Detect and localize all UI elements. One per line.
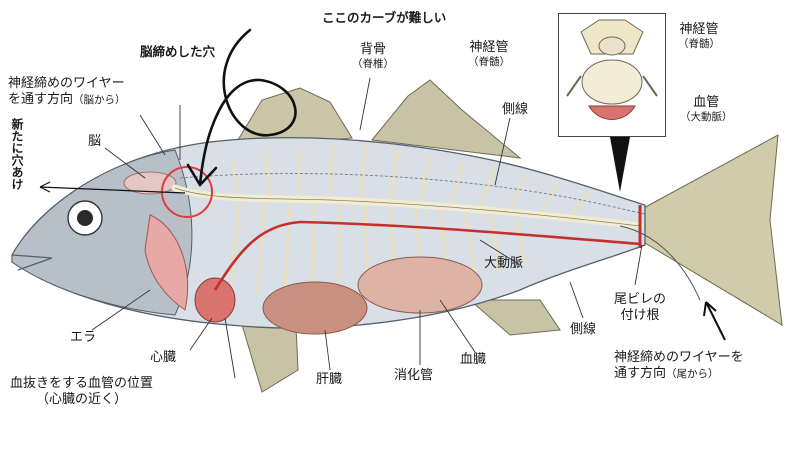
curve-arrow bbox=[198, 28, 297, 187]
inset-pointer bbox=[610, 137, 630, 192]
new-hole-arrow bbox=[39, 186, 186, 194]
spine-outline bbox=[174, 187, 641, 227]
annotation-curve-hard: ここのカーブが難しい bbox=[322, 10, 447, 25]
inset-label-nerve-tube-left: 神経管（脊髄） bbox=[468, 40, 510, 68]
anal-fin bbox=[468, 299, 561, 336]
dorsal-fin-rear bbox=[371, 79, 522, 159]
label-brain: 脳 bbox=[88, 134, 102, 149]
inset-label-vessel: 血管（大動脈） bbox=[680, 95, 733, 123]
label-gills: エラ bbox=[70, 330, 97, 345]
vertebra-cross-section bbox=[566, 19, 658, 120]
label-kidney: 血臓 bbox=[460, 352, 487, 367]
label-bleeding-position: 血抜きをする血管の位置（心臓の近く） bbox=[10, 376, 154, 407]
annotation-brain-hole: 脳締めした穴 bbox=[140, 44, 216, 59]
nerve-wire bbox=[619, 225, 701, 301]
label-lateral-line-bottom: 側線 bbox=[570, 322, 597, 337]
digestive-organ bbox=[357, 256, 483, 314]
label-aorta: 大動脈 bbox=[484, 256, 524, 271]
liver-organ bbox=[262, 281, 368, 335]
label-liver: 肝臓 bbox=[316, 372, 343, 387]
fish-eye-pupil bbox=[77, 210, 93, 226]
label-spine: 背骨（脊椎） bbox=[352, 42, 394, 70]
aorta-vessel bbox=[213, 220, 641, 291]
label-lateral-line-top: 側線 bbox=[502, 102, 529, 117]
heart-organ bbox=[194, 277, 236, 323]
rib-cage bbox=[228, 145, 592, 299]
new-hole-arrow-head bbox=[39, 181, 51, 193]
spine-cross-section-inset bbox=[558, 13, 666, 137]
curve-arrow-head bbox=[186, 163, 218, 187]
fish-mouth bbox=[11, 254, 53, 271]
label-digestive: 消化管 bbox=[394, 368, 434, 383]
label-heart: 心臓 bbox=[150, 350, 177, 365]
tail-wire-arrow bbox=[705, 301, 726, 341]
annotation-wire-direction-head: 神経締めのワイヤー を通す方向（脳から） bbox=[8, 76, 126, 107]
lateral-line bbox=[179, 173, 646, 215]
inset-label-nerve-tube: 神経管（脊髄） bbox=[678, 22, 720, 50]
annotation-wire-direction-tail: 神経締めのワイヤーを 通す方向（尾から） bbox=[614, 350, 744, 381]
label-tail-root: 尾ビレの付け根 bbox=[614, 292, 667, 323]
gill-area bbox=[144, 214, 189, 311]
tail-wire-arrow-head bbox=[703, 301, 717, 317]
annotation-new-hole: 新たに穴あけ bbox=[10, 118, 24, 190]
label-lines bbox=[91, 77, 643, 379]
